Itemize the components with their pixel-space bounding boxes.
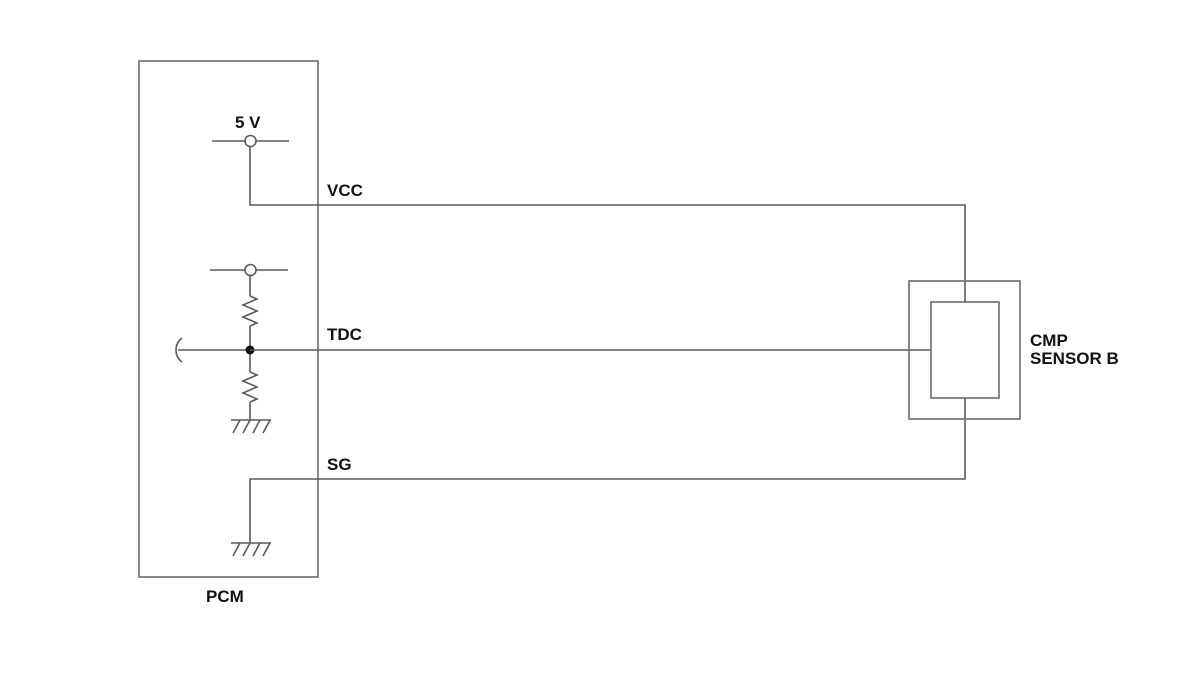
sensor-label-line1: CMP xyxy=(1030,331,1068,350)
sensor-inner-box xyxy=(930,301,1000,399)
ground-symbol-resistor xyxy=(231,419,271,434)
ground-symbol-sg xyxy=(231,542,271,557)
sg-label: SG xyxy=(327,455,352,474)
pulldown-resistor xyxy=(240,350,260,420)
tdc-label: TDC xyxy=(327,325,362,344)
vcc-wire xyxy=(249,146,966,302)
supply-label: 5 V xyxy=(235,113,261,132)
pcm-label: PCM xyxy=(206,587,244,606)
pullup-terminal xyxy=(210,263,288,277)
sensor-outer-box xyxy=(908,280,1021,420)
pullup-resistor xyxy=(240,275,260,350)
vcc-label: VCC xyxy=(327,181,363,200)
sg-wire xyxy=(249,398,966,543)
pcm-box xyxy=(138,60,319,578)
sensor-label-line2: SENSOR B xyxy=(1030,349,1119,368)
supply-terminal xyxy=(212,134,289,148)
internal-signal-squiggle xyxy=(175,337,183,363)
